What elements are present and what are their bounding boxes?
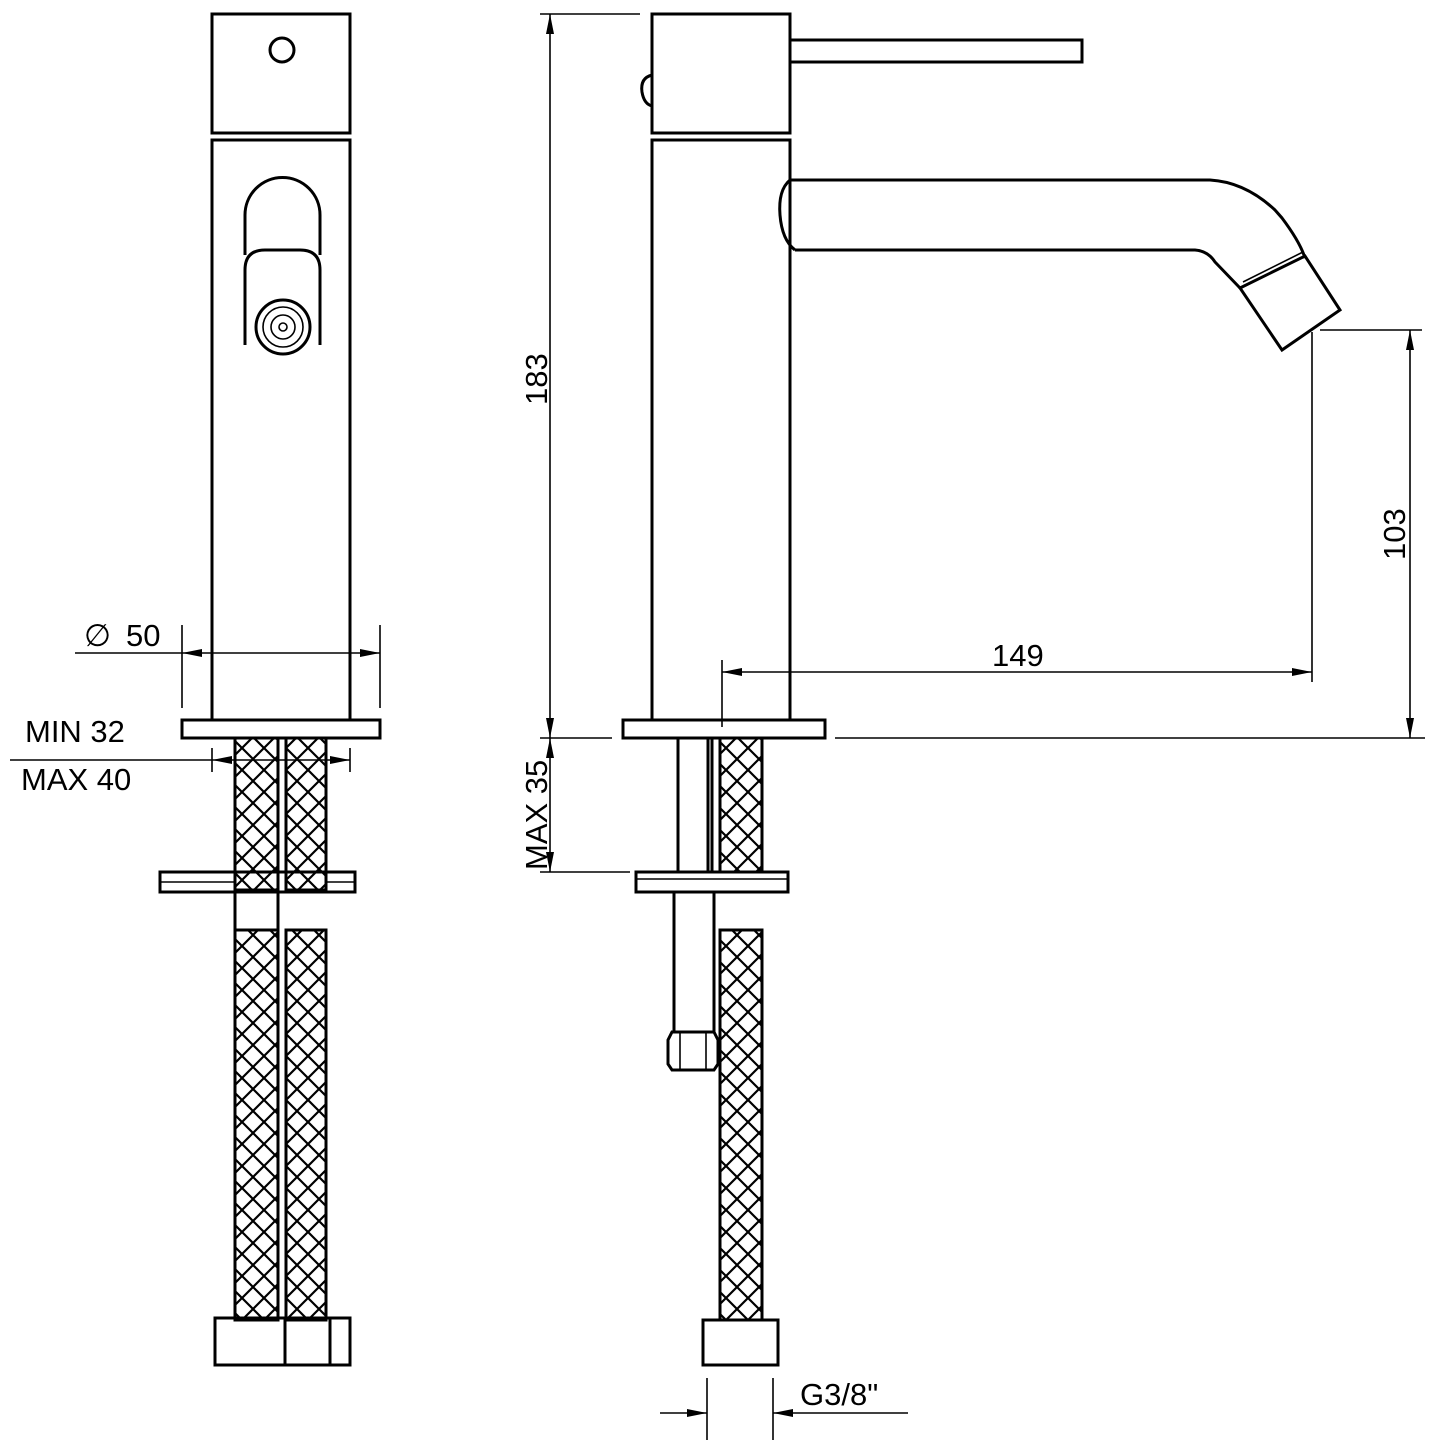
diameter-value: 50 (126, 618, 160, 653)
hose-connectors (213, 1316, 352, 1367)
hex-nut-icon (666, 1030, 720, 1072)
hose-upper (718, 736, 764, 874)
side-view (621, 12, 1343, 1367)
aerator (1237, 254, 1343, 353)
hose-right-upper (284, 736, 328, 892)
aerator-icon (254, 298, 312, 356)
lever-handle (788, 38, 1084, 64)
diameter-symbol: ∅ (84, 618, 111, 653)
diameter-dimension: ∅ 50 (75, 618, 381, 708)
spout-reach-label: 149 (992, 638, 1044, 673)
spout-height-label: 103 (1377, 508, 1412, 560)
base-plate (180, 718, 382, 740)
hose-right-lower (284, 928, 328, 1322)
hose-connector (701, 1318, 780, 1367)
spout-outlet (243, 176, 322, 356)
hole-min-label: MIN 32 (25, 714, 125, 749)
hose-left-upper (233, 736, 280, 892)
connection-dimension: G3/8" (660, 1377, 908, 1440)
handle-head (210, 12, 352, 135)
base-plate (621, 718, 827, 740)
deck-thickness-label: MAX 35 (519, 760, 554, 870)
side-knob (640, 73, 653, 108)
spout (778, 178, 1343, 353)
connection-label: G3/8" (800, 1377, 878, 1412)
indicator-dot-icon (268, 36, 296, 64)
spout-reach-dimension: 149 (722, 332, 1313, 682)
faucet-body (210, 138, 352, 722)
height-dimension: 183 (519, 13, 640, 739)
deck-thickness-dimension: MAX 35 (519, 738, 630, 873)
front-view (158, 12, 382, 1367)
mounting-nut-plate (634, 870, 790, 894)
hole-size-dimension: MIN 32 MAX 40 (10, 714, 351, 797)
faucet-body (650, 138, 792, 722)
hole-max-label: MAX 40 (21, 762, 131, 797)
spout-height-dimension: 103 (835, 329, 1425, 739)
hose-left-lower (233, 928, 280, 1322)
handle-head (650, 12, 792, 135)
height-total-label: 183 (519, 353, 554, 405)
hose-lower (718, 928, 764, 1322)
